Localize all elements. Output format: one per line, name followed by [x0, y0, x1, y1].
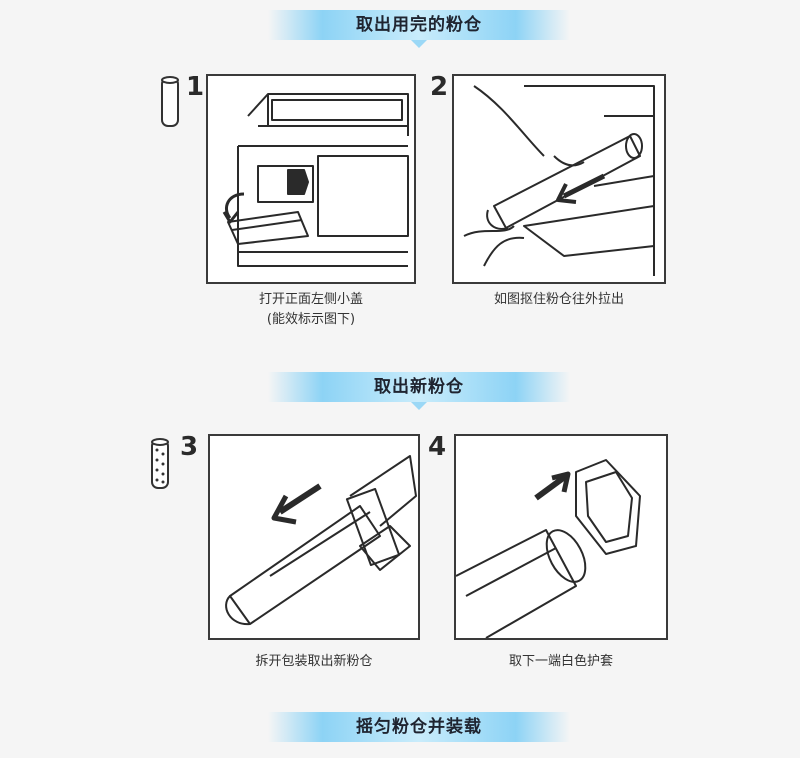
- step-3-caption: 拆开包装取出新粉仓: [208, 652, 420, 672]
- step-number: 2: [430, 72, 449, 102]
- full-toner-cartridge-icon: [150, 436, 170, 496]
- step-number: 4: [428, 432, 447, 462]
- section-title: 摇匀粉仓并装载: [356, 717, 482, 737]
- caption-line: 如图抠住粉仓往外拉出: [493, 292, 624, 307]
- section-banner-take-new: 取出新粉仓: [268, 372, 570, 410]
- caption-note: (能效标示图下): [266, 312, 356, 327]
- step-1-caption: 打开正面左侧小盖 (能效标示图下): [206, 290, 416, 330]
- step-number: 3: [180, 432, 199, 462]
- section-title: 取出新粉仓: [374, 377, 464, 397]
- step-2-caption: 如图抠住粉仓往外拉出: [452, 290, 666, 310]
- caption-line: 取下一端白色护套: [508, 654, 613, 669]
- section-title: 取出用完的粉仓: [356, 15, 482, 35]
- step-number: 1: [186, 72, 205, 102]
- banner-pointer: [411, 40, 427, 48]
- caption-line: 打开正面左侧小盖: [258, 292, 363, 307]
- empty-toner-cartridge-icon: [160, 74, 180, 134]
- caption-line: 拆开包装取出新粉仓: [255, 654, 373, 669]
- step-1-illustration: [206, 74, 416, 284]
- banner-pointer: [411, 402, 427, 410]
- step-4-caption: 取下一端白色护套: [454, 652, 668, 672]
- step-4-illustration: [454, 434, 668, 640]
- section-banner-remove-used: 取出用完的粉仓: [268, 10, 570, 48]
- step-3-illustration: [208, 434, 420, 640]
- section-banner-shake-install: 摇匀粉仓并装载: [268, 712, 570, 742]
- step-2-illustration: [452, 74, 666, 284]
